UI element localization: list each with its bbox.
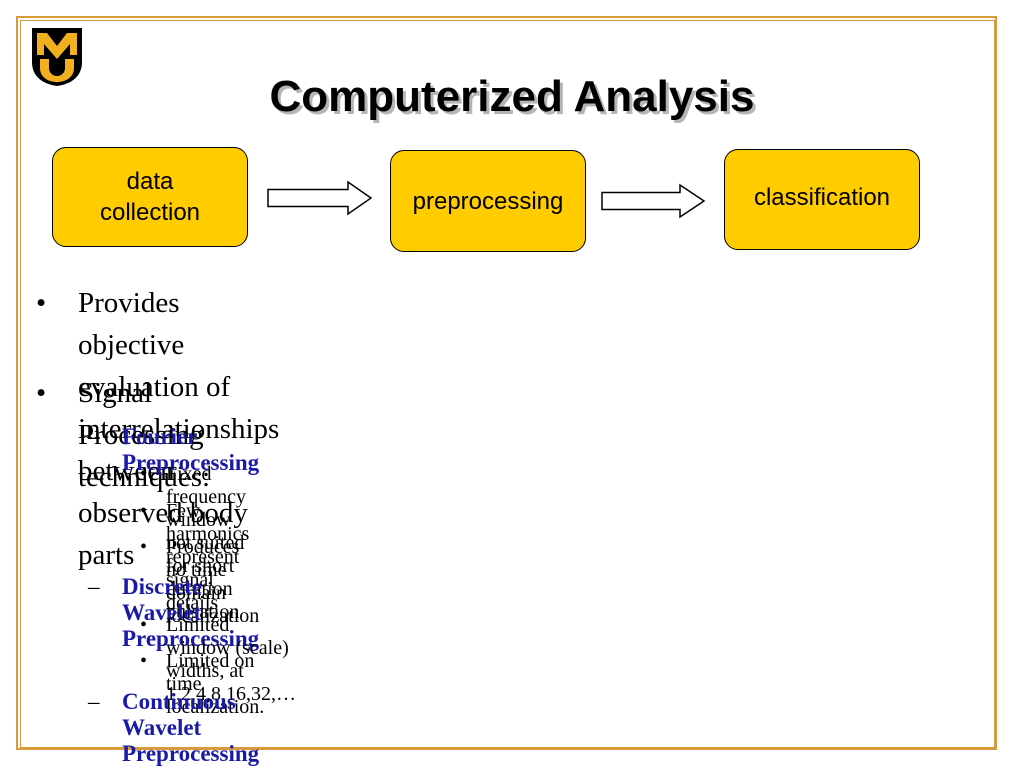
flow-box-label: preprocessing (412, 187, 564, 215)
flow-box-classification: classification (724, 149, 920, 250)
dash-marker: – (88, 424, 100, 449)
subheading: – Discrete Wavelet Preprocessing (88, 574, 260, 652)
flow-arrow-icon (267, 180, 373, 216)
sub-bullet-item: • Produces no time domain localization (140, 536, 260, 628)
sub-bullet-item: • Limited window (scale) widths, at 1,2,… (140, 614, 296, 706)
bullet-marker: • (140, 536, 148, 558)
university-logo (32, 28, 82, 86)
bullet-marker: • (36, 377, 47, 409)
sub-bullet-text: Limited on time localization. (166, 650, 265, 718)
flow-box-data-collection: data collection (52, 147, 248, 247)
bullet-marker: • (140, 463, 148, 485)
flow-arrow-icon (601, 183, 706, 219)
sub-bullet-item: • Limited on time localization. (140, 650, 265, 719)
bullet-text: Signal Processing techniques: (78, 377, 211, 493)
dash-marker: – (88, 689, 100, 714)
bullet-item: • Signal Processing techniques: (36, 372, 211, 498)
bullet-text-continued: observed body parts (78, 497, 248, 571)
subheading-text: Continuous Wavelet Preprocessing (122, 689, 260, 766)
subheading-text: Discrete Wavelet Preprocessing (122, 574, 260, 651)
subheading-text: Fourier Preprocessing (122, 424, 260, 475)
flow-box-label: classification (753, 184, 891, 211)
sub-bullet-item: • Fixed frequency window not suited for … (140, 463, 246, 624)
bullet-text: Provides objective evaluation of interre… (78, 287, 280, 487)
flow-box-label: data collection (99, 168, 201, 226)
sub-bullet-text: Few harmonics represent signal details (166, 500, 250, 614)
sub-bullet-text: Limited window (scale) widths, at 1,2,4,… (166, 614, 296, 705)
dash-marker: – (88, 574, 100, 599)
bullet-marker: • (36, 287, 47, 319)
flow-box-preprocessing: preprocessing (390, 150, 586, 252)
sub-bullet-item: • Few harmonics represent signal details (140, 500, 250, 615)
bullet-marker: • (140, 500, 148, 522)
subheading: – Continuous Wavelet Preprocessing (88, 689, 260, 767)
bullet-item: • Provides objective evaluation of inter… (36, 282, 280, 576)
slide-title: Computerized Analysis (269, 72, 755, 121)
sub-bullet-text: Produces no time domain localization (166, 536, 260, 627)
subheading: – Fourier Preprocessing (88, 424, 260, 476)
sub-bullet-text: Fixed frequency window not suited for sh… (166, 463, 246, 623)
bullet-marker: • (140, 614, 148, 636)
bullet-marker: • (140, 650, 148, 672)
slide-border-outer (16, 16, 997, 750)
slide-border-inner (20, 20, 995, 748)
